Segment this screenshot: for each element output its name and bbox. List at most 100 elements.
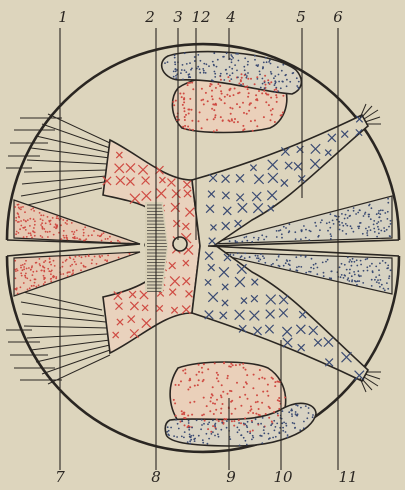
stipple-dot bbox=[240, 405, 242, 407]
stipple-dot bbox=[281, 81, 283, 83]
stipple-dot bbox=[308, 271, 310, 273]
stipple-dot bbox=[231, 68, 233, 70]
stipple-dot bbox=[80, 262, 82, 264]
stipple-dot bbox=[243, 112, 245, 114]
stipple-dot bbox=[238, 419, 240, 421]
stipple-dot bbox=[206, 433, 208, 435]
stipple-dot bbox=[225, 418, 227, 420]
stipple-dot bbox=[295, 238, 297, 240]
stipple-dot bbox=[17, 270, 19, 272]
stipple-dot bbox=[74, 238, 76, 240]
stipple-dot bbox=[15, 217, 17, 219]
stipple-dot bbox=[214, 71, 216, 73]
stipple-dot bbox=[198, 379, 200, 381]
stipple-dot bbox=[19, 208, 21, 210]
stipple-dot bbox=[375, 276, 377, 278]
stipple-dot bbox=[280, 87, 282, 89]
stipple-dot bbox=[378, 232, 380, 234]
stipple-dot bbox=[184, 128, 186, 130]
stipple-dot bbox=[358, 227, 360, 229]
stipple-dot bbox=[327, 230, 329, 232]
stipple-dot bbox=[278, 381, 280, 383]
stipple-dot bbox=[223, 79, 225, 81]
stipple-dot bbox=[387, 211, 389, 213]
stipple-dot bbox=[29, 225, 31, 227]
stipple-dot bbox=[246, 77, 248, 79]
stipple-dot bbox=[72, 237, 74, 239]
stipple-dot bbox=[276, 101, 278, 103]
stipple-dot bbox=[188, 422, 190, 424]
stipple-dot bbox=[246, 75, 248, 77]
stipple-dot bbox=[55, 276, 57, 278]
stipple-dot bbox=[329, 222, 331, 224]
stipple-dot bbox=[272, 437, 274, 439]
stipple-dot bbox=[357, 270, 359, 272]
stipple-dot bbox=[66, 238, 68, 240]
stipple-dot bbox=[242, 102, 244, 104]
stipple-dot bbox=[370, 218, 372, 220]
stipple-dot bbox=[329, 277, 331, 279]
stipple-dot bbox=[229, 80, 231, 82]
stipple-dot bbox=[217, 374, 219, 376]
stipple-dot bbox=[23, 266, 25, 268]
stipple-dot bbox=[239, 364, 241, 366]
stipple-dot bbox=[347, 210, 349, 212]
stipple-dot bbox=[270, 119, 272, 121]
stipple-dot bbox=[360, 260, 362, 262]
label-5: 5 bbox=[296, 10, 306, 25]
stipple-dot bbox=[314, 222, 316, 224]
stipple-dot bbox=[63, 237, 65, 239]
stipple-dot bbox=[248, 110, 250, 112]
stipple-dot bbox=[378, 282, 380, 284]
stipple-dot bbox=[174, 61, 176, 63]
stipple-dot bbox=[384, 230, 386, 232]
stipple-dot bbox=[107, 238, 109, 240]
stipple-dot bbox=[250, 78, 252, 80]
stipple-dot bbox=[313, 268, 315, 270]
stipple-dot bbox=[389, 235, 391, 237]
stipple-dot bbox=[273, 420, 275, 422]
stipple-dot bbox=[226, 420, 228, 422]
stipple-dot bbox=[34, 232, 36, 234]
stipple-dot bbox=[316, 273, 318, 275]
stipple-dot bbox=[289, 223, 291, 225]
stipple-dot bbox=[353, 210, 355, 212]
stipple-dot bbox=[233, 425, 235, 427]
stipple-dot bbox=[358, 226, 360, 228]
stipple-dot bbox=[208, 422, 210, 424]
stipple-dot bbox=[369, 204, 371, 206]
stipple-dot bbox=[253, 374, 255, 376]
stipple-dot bbox=[334, 215, 336, 217]
stipple-dot bbox=[16, 289, 18, 291]
stipple-dot bbox=[66, 235, 68, 237]
label-12: 12 bbox=[191, 10, 210, 25]
stipple-dot bbox=[210, 431, 212, 433]
stipple-dot bbox=[53, 234, 55, 236]
stipple-dot bbox=[313, 264, 315, 266]
stipple-dot bbox=[278, 408, 280, 410]
stipple-dot bbox=[256, 394, 258, 396]
stipple-dot bbox=[257, 401, 259, 403]
stipple-dot bbox=[278, 81, 280, 83]
stipple-dot bbox=[40, 235, 42, 237]
stipple-dot bbox=[47, 216, 49, 218]
stipple-dot bbox=[182, 104, 184, 106]
stipple-dot bbox=[75, 256, 77, 258]
stipple-dot bbox=[255, 413, 257, 415]
stipple-dot bbox=[248, 92, 250, 94]
stipple-dot bbox=[330, 213, 332, 215]
stipple-dot bbox=[244, 257, 246, 259]
stipple-dot bbox=[288, 411, 290, 413]
stipple-dot bbox=[203, 397, 205, 399]
stipple-dot bbox=[93, 230, 95, 232]
stipple-dot bbox=[50, 223, 52, 225]
stipple-dot bbox=[297, 87, 299, 89]
stipple-dot bbox=[267, 395, 269, 397]
stipple-dot bbox=[342, 225, 344, 227]
stipple-dot bbox=[247, 412, 249, 414]
stipple-dot bbox=[66, 237, 68, 239]
stipple-dot bbox=[16, 268, 18, 270]
stipple-dot bbox=[101, 255, 103, 257]
stipple-dot bbox=[215, 428, 217, 430]
